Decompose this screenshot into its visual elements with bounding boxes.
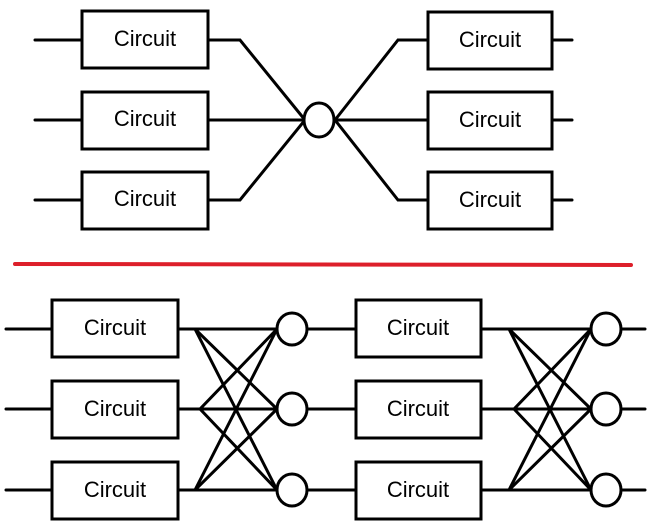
crossbar-2-wire (479, 407, 593, 492)
top-merge-wire-1 (206, 38, 307, 122)
crossbar-1-wire (176, 407, 279, 492)
bottom-stage2-node-1 (589, 311, 623, 347)
bottom-stage1-circuit-3 (50, 460, 180, 521)
bottom-crossbar-1 (176, 327, 279, 492)
crossbar-2-wire (479, 327, 593, 411)
bottom-crossbar-2 (479, 327, 593, 492)
bottom-stage2-circuit-2-label: Circuit (387, 396, 449, 421)
top-left-circuit-1-label: Circuit (114, 26, 176, 51)
bottom-stage1-circuit-3-label: Circuit (84, 477, 146, 502)
section-divider (13, 262, 633, 267)
bottom-stage2-node-2 (589, 391, 623, 427)
bottom-stage1-circuit-1 (50, 298, 180, 359)
top-split-wire-3 (333, 118, 430, 202)
top-left-circuit-1 (80, 9, 210, 70)
top-right-circuit-3-label: Circuit (459, 187, 521, 212)
top-combiner-node (302, 101, 336, 139)
bottom-stage1-circuit-1-label: Circuit (84, 315, 146, 340)
bottom-stage2-node-3 (589, 472, 623, 508)
bottom-stage2-circuit-1 (354, 298, 483, 359)
bottom-diagram: Circuit Circuit Circuit Circuit Circu (4, 298, 647, 521)
top-right-circuit-2-label: Circuit (459, 107, 521, 132)
top-right-circuit-2 (426, 90, 554, 151)
top-right-circuit-1-label: Circuit (459, 27, 521, 52)
top-diagram: Circuit Circuit Circuit Circuit Circuit … (33, 9, 574, 231)
crossbar-2-wire (479, 327, 593, 411)
bottom-stage2-circuit-1-label: Circuit (387, 315, 449, 340)
crossbar-1-wire (176, 327, 279, 411)
bottom-stage2-circuit-2 (354, 379, 483, 440)
bottom-stage2-circuit-3-label: Circuit (387, 477, 449, 502)
bottom-stage1-circuit-2-label: Circuit (84, 396, 146, 421)
crossbar-2-wire (479, 407, 593, 492)
bottom-stage1-node-1 (275, 311, 309, 347)
bottom-stage1-node-2 (275, 391, 309, 427)
top-left-circuit-3-label: Circuit (114, 186, 176, 211)
bottom-stage1-node-3 (275, 472, 309, 508)
top-left-circuit-3 (80, 170, 210, 231)
top-split-wire-1 (333, 38, 430, 122)
top-left-circuit-2-label: Circuit (114, 106, 176, 131)
top-left-circuit-2 (80, 90, 210, 151)
crossbar-1-wire (176, 327, 279, 411)
crossbar-1-wire (176, 407, 279, 492)
top-merge-wire-3 (206, 118, 307, 202)
